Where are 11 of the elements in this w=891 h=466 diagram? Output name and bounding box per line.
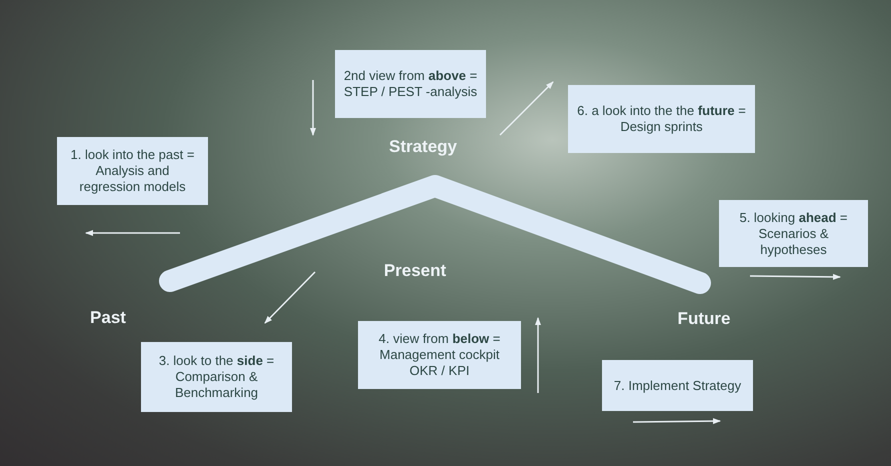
stage-label: Future — [678, 309, 730, 329]
stage-label: Past — [90, 308, 126, 328]
stage-label: Present — [384, 261, 446, 281]
text-box: 1. look into the past = Analysis and regression models — [57, 137, 208, 205]
text-box: 3. look to the side = Comparison & Benchmarking — [141, 342, 292, 412]
text-box: 6. a look into the the future = Design sprints — [568, 85, 755, 153]
text-box: 5. looking ahead = Scenarios & hypotheses — [719, 200, 868, 267]
stage-label: Strategy — [388, 137, 458, 157]
text-box: 7. Implement Strategy — [602, 360, 753, 411]
text-box: 4. view from below = Management cockpit OKR / KPI — [358, 321, 521, 389]
text-box: 2nd view from above = STEP / PEST -analysis — [335, 50, 486, 118]
